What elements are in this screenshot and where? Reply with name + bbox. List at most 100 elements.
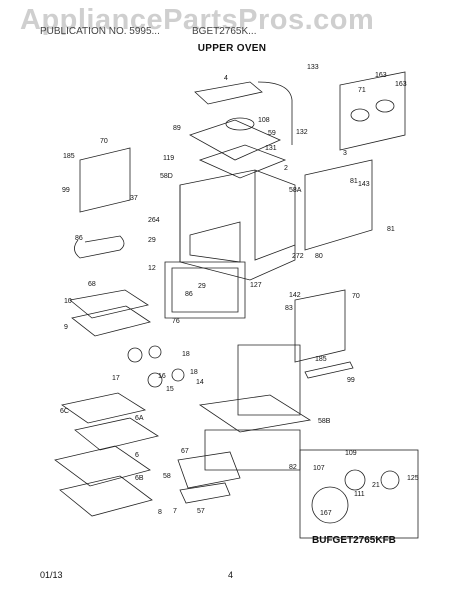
back-hole [350, 108, 370, 122]
part-callout: 264 [148, 217, 160, 224]
rack-part [74, 417, 160, 451]
back-hole [375, 99, 395, 113]
part-callout: 80 [315, 253, 323, 260]
rear-panel-part [304, 159, 373, 251]
part-callout: 76 [172, 318, 180, 325]
section-title: UPPER OVEN [197, 43, 267, 54]
blower-part [225, 117, 255, 131]
part-callout: 6A [135, 415, 144, 422]
part-callout: 18 [190, 369, 198, 376]
part-callout: 163 [395, 81, 407, 88]
part-callout: 163 [375, 72, 387, 79]
vent-panel-part [194, 81, 263, 105]
part-callout: 15 [166, 386, 174, 393]
publication-number: PUBLICATION NO. 5995... [40, 26, 160, 37]
part-callout: 109 [345, 450, 357, 457]
part-callout: 99 [347, 377, 355, 384]
part-callout: 6C [60, 408, 69, 415]
part-callout: 132 [296, 129, 308, 136]
part-callout: 107 [313, 465, 325, 472]
part-callout: 6B [135, 475, 144, 482]
part-callout: 57 [197, 508, 205, 515]
part-callout: 70 [352, 293, 360, 300]
duct-part [198, 144, 287, 179]
front-frame-part [164, 261, 246, 319]
part-callout: 59 [268, 130, 276, 137]
part-callout: 81 [350, 178, 358, 185]
part-callout: 68 [88, 281, 96, 288]
part-callout: 12 [148, 265, 156, 272]
lower-back-part [237, 344, 301, 416]
rack-part [61, 392, 147, 424]
part-callout: 131 [265, 145, 277, 152]
watermark: AppliancePartsPros.com [20, 4, 375, 36]
part-callout: 58B [318, 418, 331, 425]
part-callout: 58A [289, 187, 302, 194]
part-callout: 10 [64, 298, 72, 305]
part-callout: 167 [320, 510, 332, 517]
knob-part [171, 368, 185, 382]
drawer-part [177, 451, 241, 489]
knob-part [147, 372, 163, 388]
part-callout: 89 [173, 125, 181, 132]
lower-base-part [204, 429, 301, 471]
fan-blade-part [344, 469, 366, 491]
part-callout: 86 [75, 235, 83, 242]
part-callout: 4 [224, 75, 228, 82]
part-callout: 58 [163, 473, 171, 480]
part-callout: 142 [289, 292, 301, 299]
part-callout: 67 [181, 448, 189, 455]
page-number: 4 [228, 570, 234, 580]
part-callout: 71 [358, 87, 366, 94]
broil-pan-part [69, 289, 150, 319]
rail-part [304, 361, 354, 379]
side-panel-right-part [294, 289, 346, 363]
part-callout: 14 [196, 379, 204, 386]
part-callout: 119 [163, 155, 174, 162]
top-cover-part [189, 119, 281, 161]
fan-housing-part [311, 486, 349, 524]
part-callout: 143 [358, 181, 370, 188]
page-header: AppliancePartsPros.com PUBLICATION NO. 5… [0, 0, 464, 60]
part-callout: 18 [182, 351, 190, 358]
part-callout: 7 [173, 508, 177, 515]
frame-inner [171, 267, 239, 313]
part-callout: 125 [407, 475, 419, 482]
drawer-bottom-part [179, 482, 231, 504]
part-callout: 127 [250, 282, 262, 289]
part-callout: 133 [307, 64, 319, 71]
knob-part [127, 347, 143, 363]
part-callout: 29 [198, 283, 206, 290]
part-callout: 16 [158, 373, 166, 380]
back-panel-part [339, 71, 406, 151]
part-callout: 21 [372, 482, 380, 489]
part-callout: 29 [148, 237, 156, 244]
part-callout: 82 [289, 464, 297, 471]
rack-part [54, 445, 151, 487]
part-callout: 70 [100, 138, 108, 145]
broil-pan-insert [71, 305, 151, 337]
part-callout: 83 [285, 305, 293, 312]
fan-inset-box [299, 449, 419, 539]
part-callout: 37 [130, 195, 138, 202]
part-callout: 111 [354, 491, 365, 498]
model-code: BUFGET2765KFB [312, 535, 396, 546]
part-callout: 3 [343, 150, 347, 157]
cavity-edges [179, 170, 296, 262]
rack-part [59, 475, 153, 517]
part-callout: 99 [62, 187, 70, 194]
part-callout: 185 [63, 153, 75, 160]
model-number: BGET2765K... [192, 26, 257, 37]
hose-part [257, 81, 293, 145]
part-callout: 2 [284, 165, 288, 172]
bake-element-part [74, 235, 125, 259]
part-callout: 272 [292, 253, 304, 260]
lower-floor-part [198, 394, 312, 433]
part-callout: 9 [64, 324, 68, 331]
side-panel-part [79, 147, 131, 213]
part-callout: 6 [135, 452, 139, 459]
knob-part [148, 345, 162, 359]
part-callout: 185 [315, 356, 327, 363]
